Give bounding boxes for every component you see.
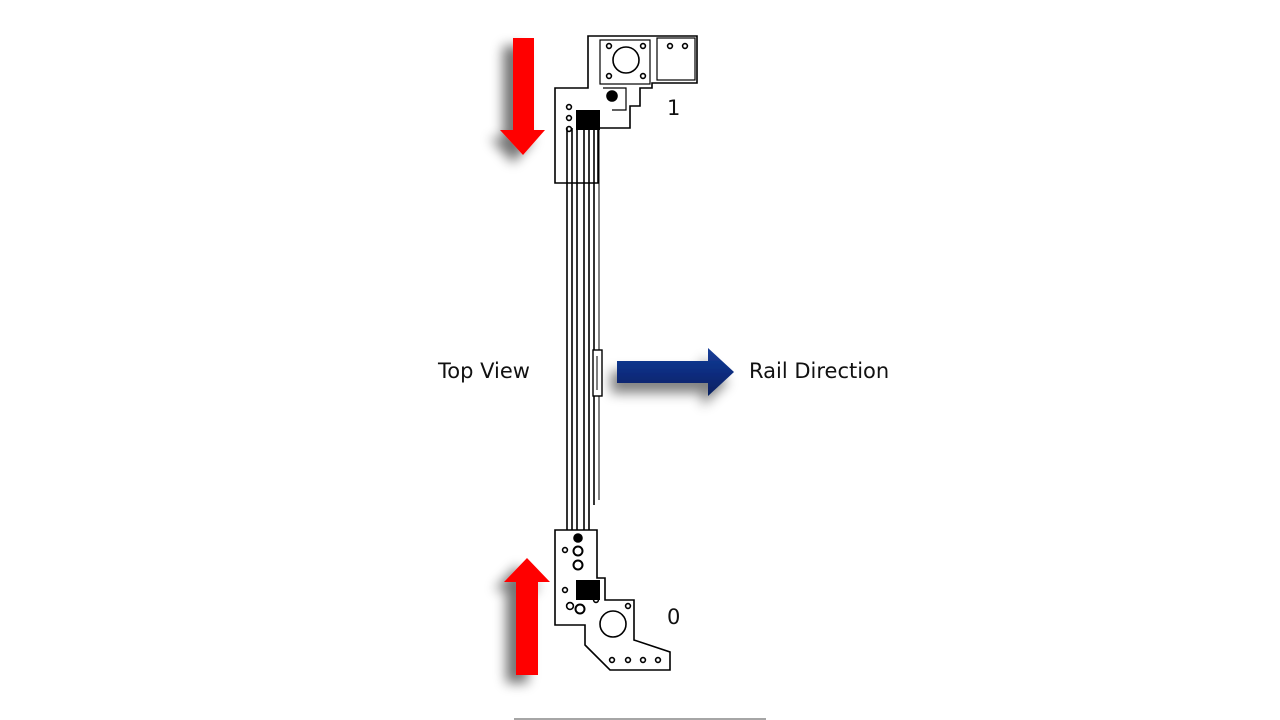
top-view-label: Top View bbox=[438, 359, 530, 383]
rail-body bbox=[566, 128, 603, 535]
red-arrow-down-icon bbox=[500, 38, 545, 155]
top-bracket bbox=[554, 35, 698, 184]
red-arrow-up-icon bbox=[504, 558, 550, 675]
bottom-bracket bbox=[554, 529, 671, 671]
end-label-top: 1 bbox=[667, 96, 681, 120]
blue-arrow-right-icon bbox=[617, 348, 734, 396]
rail-direction-label: Rail Direction bbox=[749, 359, 890, 383]
end-label-bottom: 0 bbox=[667, 605, 681, 629]
